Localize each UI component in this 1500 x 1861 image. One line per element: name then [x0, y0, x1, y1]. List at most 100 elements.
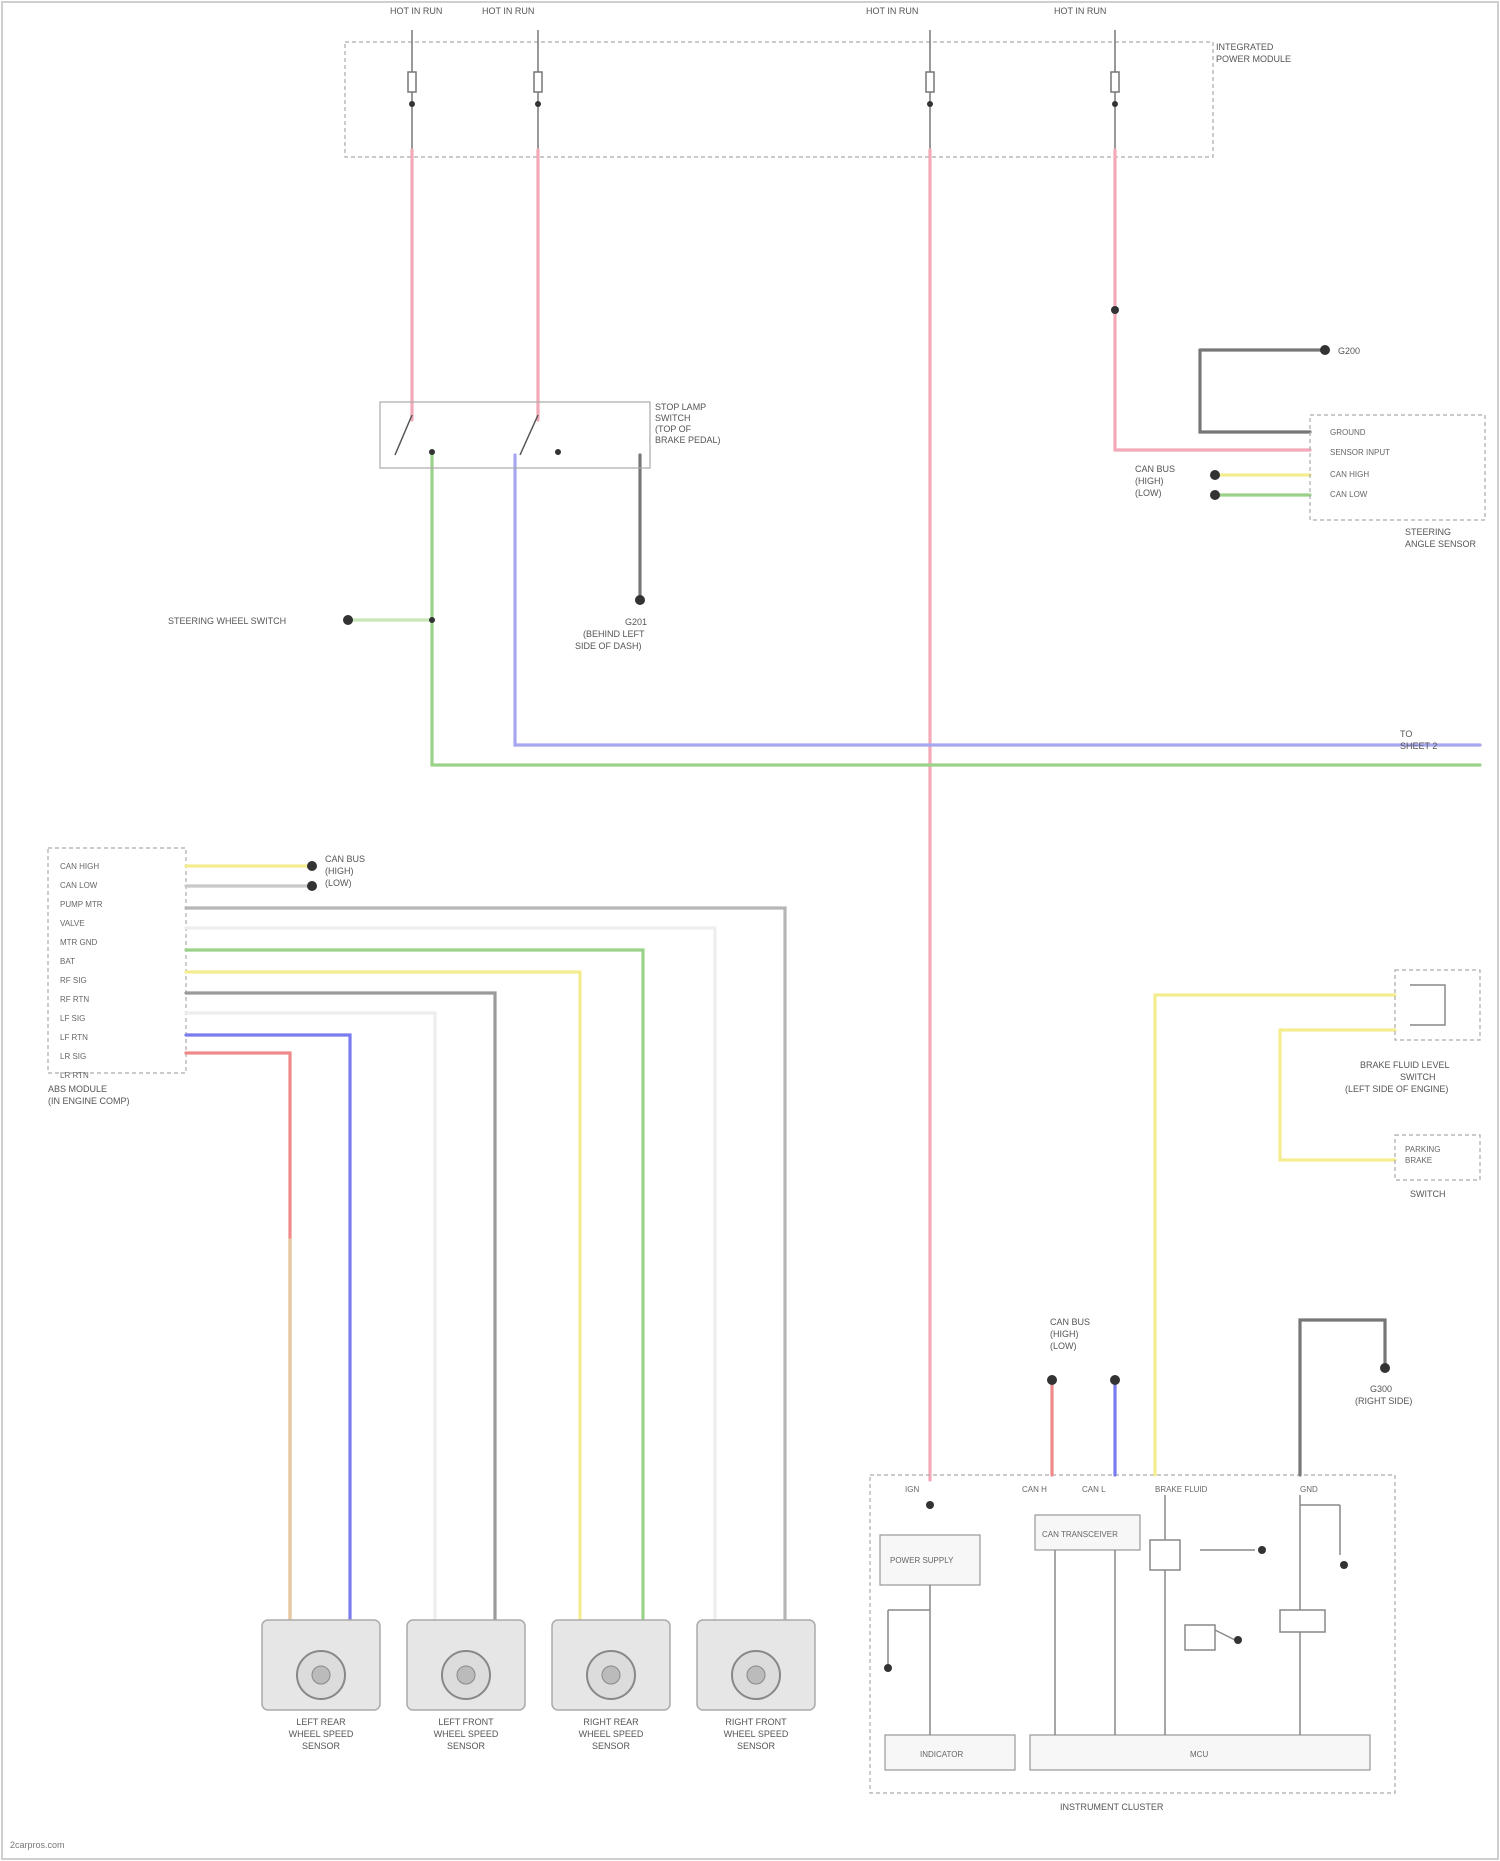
parking-brake-l1: PARKING — [1405, 1145, 1440, 1154]
wheel-center-icon — [457, 1666, 475, 1684]
ground-brake: G201 (BEHIND LEFT SIDE OF DASH) — [575, 617, 647, 651]
fuse-block-outline — [345, 42, 1213, 157]
cluster-pin-gnd: GND — [1300, 1485, 1318, 1494]
wheel-center-icon — [312, 1666, 330, 1684]
cluster-mcu-label: MCU — [1190, 1750, 1208, 1759]
brake-fluid-l1: BRAKE FLUID LEVEL — [1360, 1060, 1450, 1070]
wheel-sensor-label: WHEEL SPEED — [289, 1729, 354, 1739]
connector-right-l2: SHEET 2 — [1400, 741, 1437, 751]
wheel-sensor-label: LEFT REAR — [296, 1717, 346, 1727]
brake-fluid-switch-box — [1395, 970, 1480, 1040]
fuse-block-label-1: INTEGRATED — [1216, 42, 1274, 52]
fuse-symbols — [408, 30, 1119, 150]
steering-sensor: G200 CAN BUS (HIGH) (LOW) GROUND SENSOR … — [1135, 345, 1485, 549]
cluster-power-label: POWER SUPPLY — [890, 1556, 954, 1565]
brake-fluid-switch: BRAKE FLUID LEVEL SWITCH (LEFT SIDE OF E… — [1345, 970, 1480, 1094]
wheel-sensor-label: SENSOR — [447, 1741, 486, 1751]
wire-green-brake — [432, 455, 1480, 765]
cluster-can-label: CAN TRANSCEIVER — [1042, 1530, 1118, 1539]
wire-blue — [186, 1035, 350, 1620]
wheel-sensor-left-front: LEFT FRONT WHEEL SPEED SENSOR — [407, 1620, 525, 1751]
abs-pin-3: PUMP MTR — [60, 900, 103, 909]
can-cluster-l1: CAN BUS — [1050, 1317, 1090, 1327]
steer-name-1: STEERING — [1405, 527, 1451, 537]
abs-pin-2: CAN LOW — [60, 881, 98, 890]
cluster-pin-fluid: BRAKE FLUID — [1155, 1485, 1208, 1494]
parking-brake-l2: BRAKE — [1405, 1156, 1432, 1165]
cluster-indicator-label: INDICATOR — [920, 1750, 963, 1759]
abs-pin-5: MTR GND — [60, 938, 98, 947]
can-steering-l2: (HIGH) — [1135, 476, 1164, 486]
wire-parking-brake — [1280, 1030, 1395, 1160]
steer-pin-4: CAN LOW — [1330, 490, 1368, 499]
cluster-pin-canl: CAN L — [1082, 1485, 1106, 1494]
ground-cluster-l1: G300 — [1370, 1384, 1392, 1394]
fuse-4-header: HOT IN RUN — [1054, 6, 1106, 16]
wire-lf-rtn-yellow — [186, 972, 580, 1620]
wheel-sensor-label: RIGHT REAR — [583, 1717, 639, 1727]
wheel-sensor-label: SENSOR — [737, 1741, 776, 1751]
wire-steering-gnd2 — [1200, 350, 1310, 432]
abs-pin-11: LR SIG — [60, 1052, 86, 1061]
abs-pin-10: LF RTN — [60, 1033, 88, 1042]
fuse-1-header: HOT IN RUN — [390, 6, 442, 16]
abs-name-1: ABS MODULE — [48, 1084, 107, 1094]
wheel-center-icon — [602, 1666, 620, 1684]
brake-fluid-l3: (LEFT SIDE OF ENGINE) — [1345, 1084, 1448, 1094]
wheel-sensor-label: SENSOR — [592, 1741, 631, 1751]
ground-brake-l2: (BEHIND LEFT — [583, 629, 645, 639]
steer-pin-1: GROUND — [1330, 428, 1366, 437]
can-steering-l1: CAN BUS — [1135, 464, 1175, 474]
cluster-pin-ign: IGN — [905, 1485, 919, 1494]
fuse-2-header: HOT IN RUN — [482, 6, 534, 16]
instrument-cluster: INSTRUMENT CLUSTER IGN CAN H CAN L BRAKE… — [870, 995, 1412, 1812]
cluster-pin-canh: CAN H — [1022, 1485, 1047, 1494]
ground-brake-l1: G201 — [625, 617, 647, 627]
abs-pin-6: BAT — [60, 957, 75, 966]
wheel-sensor-label: WHEEL SPEED — [579, 1729, 644, 1739]
top-fuse-block: INTEGRATED POWER MODULE HOT IN RUN HOT I… — [345, 6, 1291, 157]
wire-lf-sig-green — [186, 950, 643, 1620]
abs-name-2: (IN ENGINE COMP) — [48, 1096, 130, 1106]
can-steering-l3: (LOW) — [1135, 488, 1162, 498]
parking-brake-l3: SWITCH — [1410, 1189, 1446, 1199]
steering-wheel-switch-label: STEERING WHEEL SWITCH — [168, 616, 286, 626]
can-cluster-l3: (LOW) — [1050, 1341, 1077, 1351]
abs-pin-9: LF SIG — [60, 1014, 85, 1023]
abs-pin-12: LR RTN — [60, 1071, 89, 1080]
abs-pin-8: RF RTN — [60, 995, 89, 1004]
connector-right-l1: TO — [1400, 729, 1412, 739]
wire-pink-fuse4 — [1115, 150, 1310, 450]
steer-pin-2: SENSOR INPUT — [1330, 448, 1390, 457]
fuse-block-label-2: POWER MODULE — [1216, 54, 1291, 64]
ground-steering-l1: G200 — [1338, 346, 1360, 356]
ground-cluster-l2: (RIGHT SIDE) — [1355, 1396, 1412, 1406]
wire-lr-rtn — [186, 1013, 435, 1620]
wheel-sensor-label: LEFT FRONT — [438, 1717, 494, 1727]
wheel-sensors: LEFT REAR WHEEL SPEED SENSOR LEFT FRONT WHEE… — [262, 1620, 815, 1751]
ground-brake-l3: SIDE OF DASH) — [575, 641, 642, 651]
fuse-3-header: HOT IN RUN — [866, 6, 918, 16]
can-abs-l3: (LOW) — [325, 878, 352, 888]
can-abs-l1: CAN BUS — [325, 854, 365, 864]
wire-rf-rtn — [186, 928, 715, 1620]
wheel-sensor-right-rear: RIGHT REAR WHEEL SPEED SENSOR — [552, 1620, 670, 1751]
can-abs-l2: (HIGH) — [325, 866, 354, 876]
wire-lr-sig — [186, 993, 495, 1620]
parking-brake-switch: PARKING BRAKE SWITCH — [1395, 1135, 1480, 1199]
wheel-sensor-label: WHEEL SPEED — [724, 1729, 789, 1739]
cluster-name: INSTRUMENT CLUSTER — [1060, 1802, 1164, 1812]
abs-module: CAN HIGHCAN LOWPUMP MTRVALVEMTR GNDBATRF… — [48, 848, 785, 1620]
wire-red — [186, 1053, 290, 1620]
wheel-sensor-label: WHEEL SPEED — [434, 1729, 499, 1739]
wheel-center-icon — [747, 1666, 765, 1684]
brake-switch-l3: (TOP OF — [655, 424, 692, 434]
wheel-sensor-label: RIGHT FRONT — [725, 1717, 787, 1727]
brake-switch-l4: BRAKE PEDAL) — [655, 435, 721, 445]
abs-pin-7: RF SIG — [60, 976, 87, 985]
watermark: 2carpros.com — [10, 1840, 65, 1850]
wheel-sensor-right-front: RIGHT FRONT WHEEL SPEED SENSOR — [697, 1620, 815, 1751]
